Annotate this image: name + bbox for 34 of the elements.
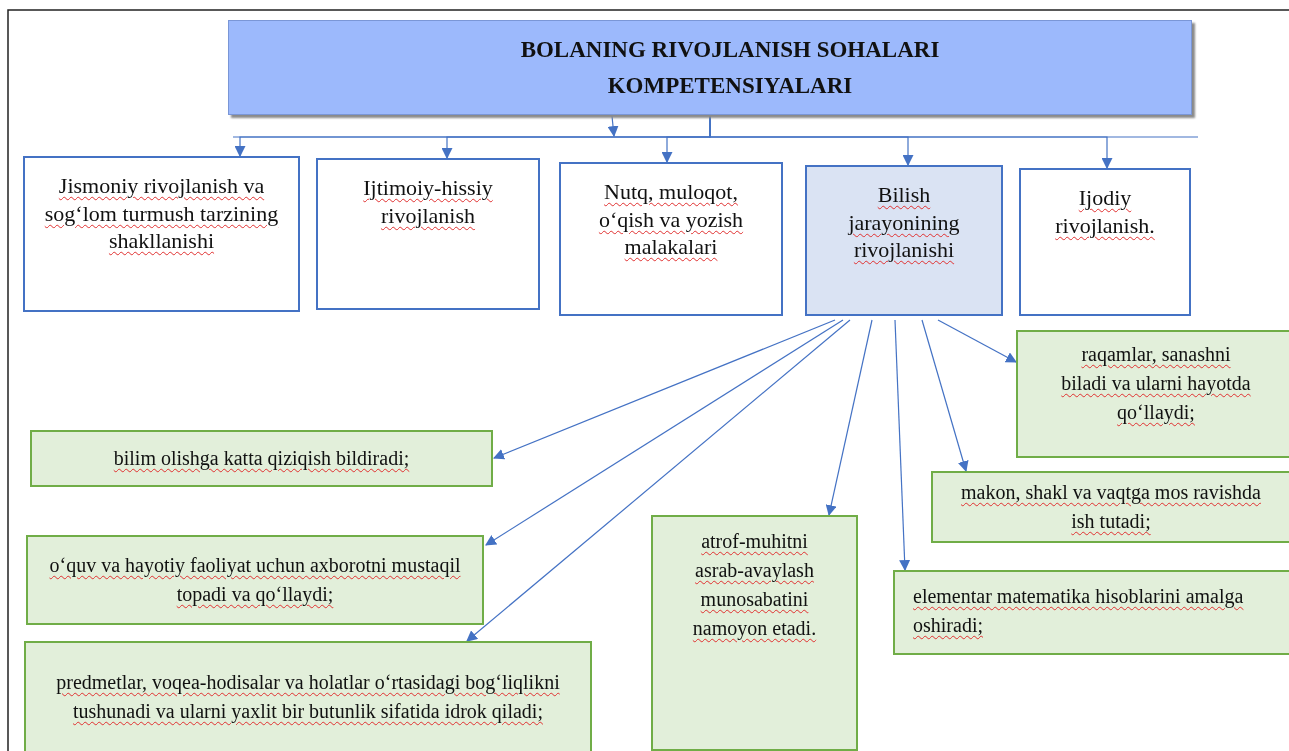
highlighted-box	[805, 165, 1003, 316]
skill-box	[1016, 330, 1289, 458]
area-box	[559, 162, 783, 316]
skill-box	[931, 471, 1289, 543]
area-box	[316, 158, 540, 310]
arrow	[607, 115, 619, 138]
arrow	[825, 319, 873, 517]
area-box	[23, 156, 300, 312]
box-text: raqamlar, sanashni biladi va ularni hayotda qo‘llaydi;	[1060, 342, 1252, 426]
skill-box	[26, 535, 484, 625]
arrow	[894, 319, 911, 572]
area-box	[1019, 168, 1191, 316]
skill-box	[24, 641, 592, 751]
arrow	[485, 319, 844, 546]
box-text: Ijodiy rivojlanish.	[1054, 184, 1156, 239]
box-text: Bilish jarayonining rivojlanishi	[847, 181, 961, 264]
box-text: Ijtimoiy-hissiy rivojlanish	[362, 174, 494, 229]
box-text: makon, shakl va vaqtga mos ravishda ish tutadi;	[960, 480, 1262, 534]
box-text: o‘quv va hayotiy faoliyat uchun axborotni mustaqil topadi va qo‘llaydi;	[48, 553, 462, 608]
skill-box	[893, 570, 1289, 655]
skill-box	[651, 515, 858, 751]
box-text: predmetlar, voqea-hodisalar va holatlar o‘rtasidagi bog‘liqlikni tushunadi va ularni yaxlit bir butunlik sifatida idrok qiladi;	[55, 670, 561, 725]
arrow	[493, 319, 836, 460]
arrow	[937, 319, 1017, 363]
box-text: Jismoniy rivojlanish va sog‘lom turmush tarzining shakllanishi	[43, 172, 280, 255]
title-box	[228, 20, 1192, 115]
arrow	[921, 319, 969, 473]
box-text: Nutq, muloqot, o‘qish va yozish malakalari	[597, 178, 745, 261]
box-text: atrof-muhitni asrab-avaylash munosabatini namoyon etadi.	[691, 529, 818, 642]
box-text: bilim olishga katta qiziqish bildiradi;	[113, 446, 410, 472]
arrow	[466, 319, 851, 642]
box-text: BOLANING RIVOJLANISH SOHALARI KOMPETENSIYALARI	[519, 35, 941, 100]
box-text: elementar matematika hisoblarini amalga oshiradi;	[913, 584, 1245, 638]
skill-box	[30, 430, 493, 487]
